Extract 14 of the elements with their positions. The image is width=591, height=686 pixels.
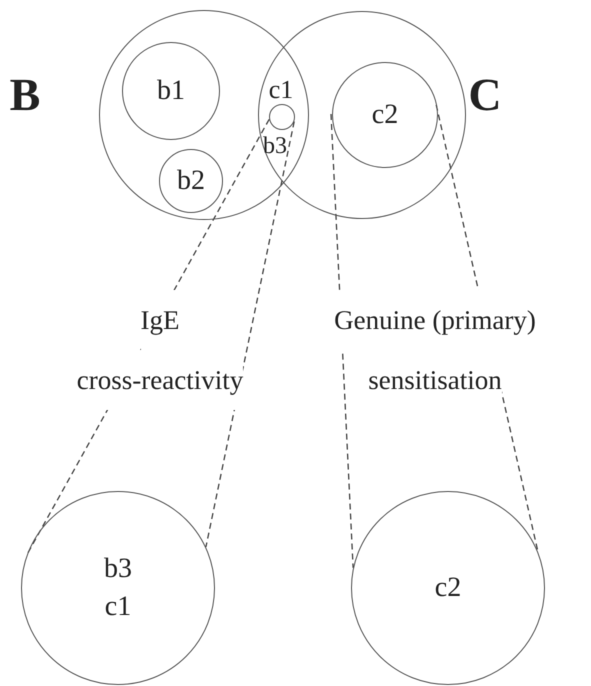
circle-label: b1 [157,74,185,108]
dashed-line [205,121,295,548]
circle-label: B [10,68,40,122]
circle-label: b3 [104,552,132,586]
text-label: IgE [140,290,180,350]
text-label: c1 [268,74,294,106]
text-label: Genuine (primary) [334,290,536,350]
circle-label: b2 [177,164,205,198]
circle-label: c2 [434,570,462,605]
text-label: cross-reactivity [76,350,244,410]
circle-label: c2 [372,98,398,132]
text-label: b3 [263,132,287,161]
circle-label: c1 [104,590,132,624]
circle-label: C [468,68,502,122]
